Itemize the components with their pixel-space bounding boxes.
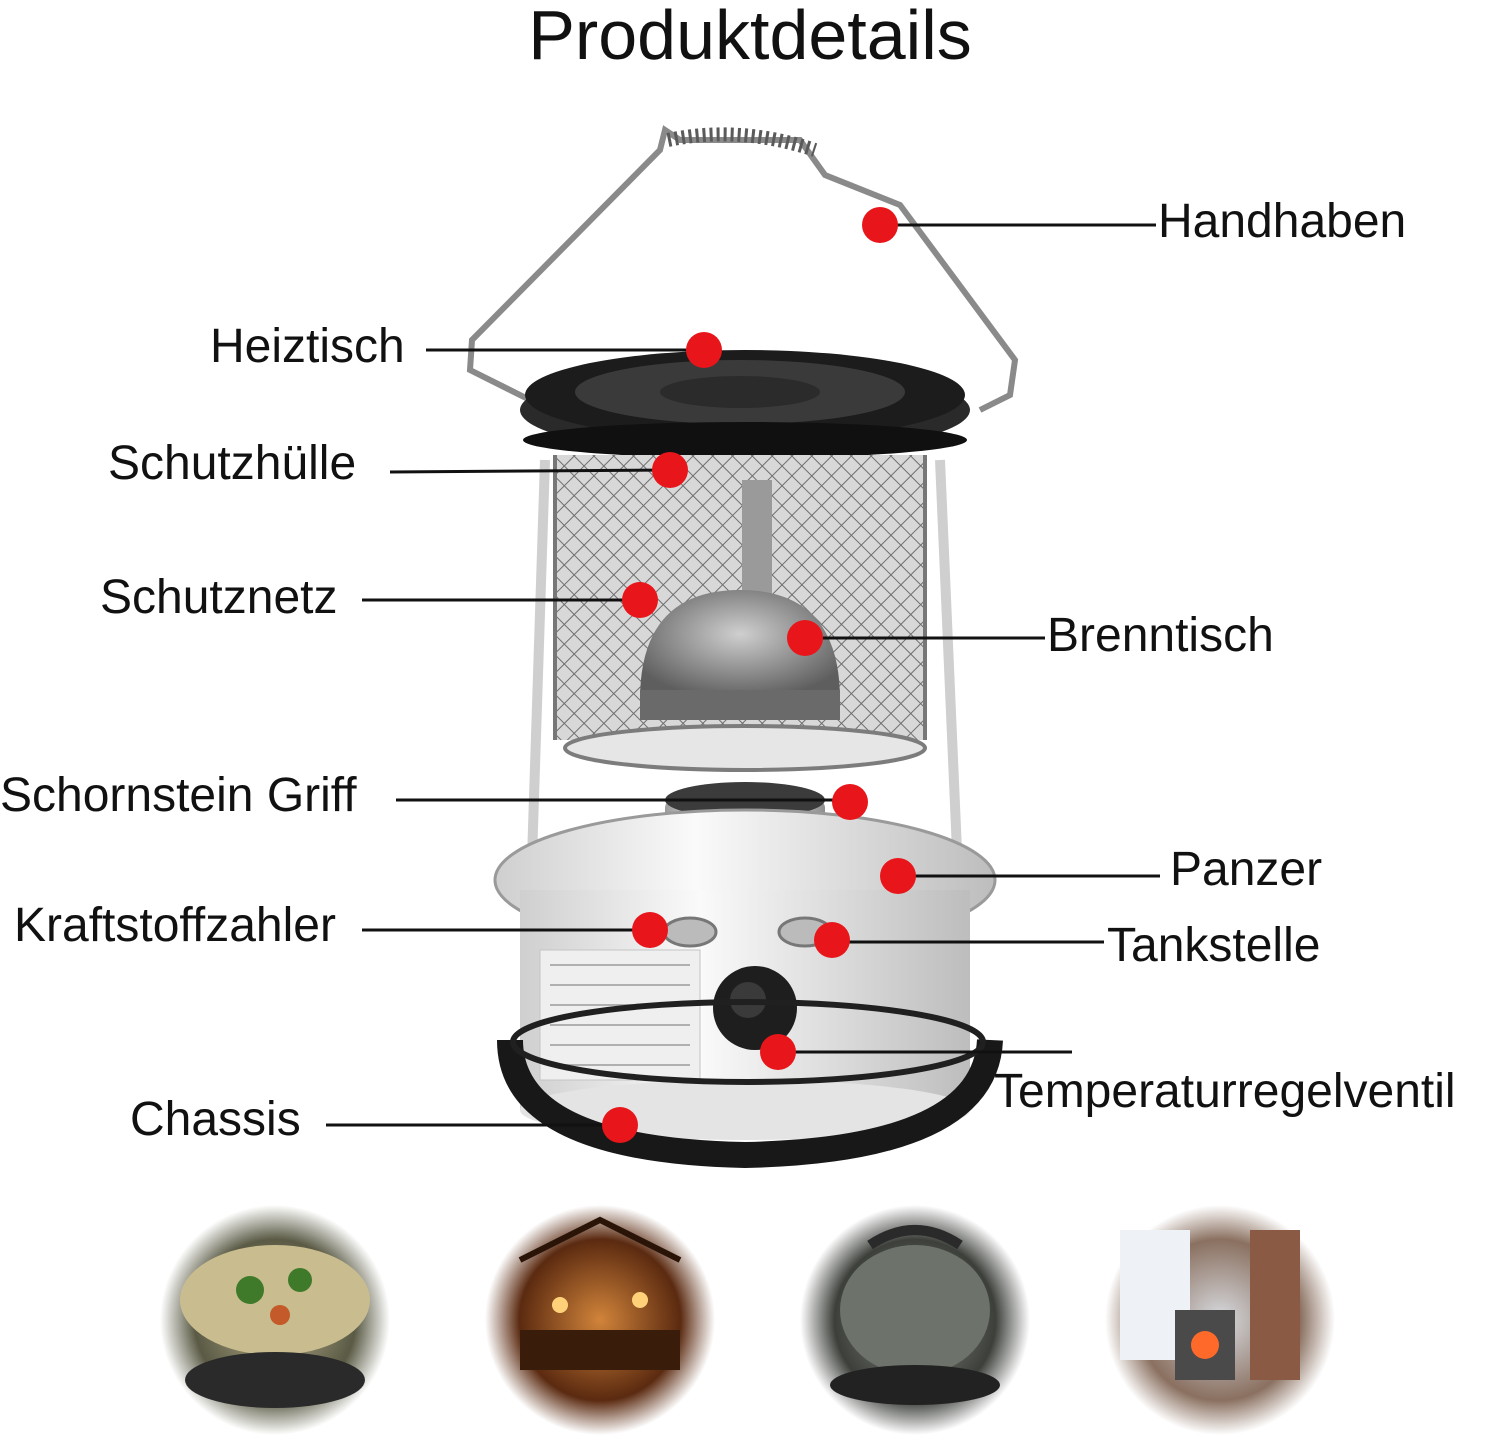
label-protective-net: Schutznetz	[100, 571, 338, 624]
label-chimney-handle: Schornstein Griff	[0, 769, 357, 822]
label-fuel-gauge: Kraftstoffzahler	[14, 899, 336, 952]
marker-chimney-handle	[832, 784, 868, 820]
leader-lines	[326, 223, 1160, 1127]
marker-protective-net	[622, 582, 658, 618]
handle-wire	[466, 125, 1019, 413]
marker-heating-table	[686, 332, 722, 368]
label-filling-point: Tankstelle	[1107, 919, 1321, 972]
tank-body	[493, 808, 997, 1140]
label-temperature-valve: Temperaturregelventil	[994, 1065, 1456, 1118]
label-burner-table: Brenntisch	[1047, 609, 1274, 662]
fuel-gauge-knob	[662, 916, 718, 948]
marker-burner-table	[787, 620, 823, 656]
label-protective-cover: Schutzhülle	[108, 437, 357, 490]
burner-dome	[640, 480, 840, 720]
marker-tank	[880, 858, 916, 894]
label-chassis: Chassis	[130, 1093, 301, 1146]
soup-pot-photo	[160, 1205, 390, 1435]
heating-table-lid	[520, 350, 970, 458]
marker-fuel-gauge	[632, 912, 668, 948]
kettle-photo	[800, 1205, 1030, 1435]
marker-handle	[862, 207, 898, 243]
marker-protective-cover	[652, 452, 688, 488]
marker-chassis	[602, 1107, 638, 1143]
label-tank: Panzer	[1170, 843, 1323, 896]
leader-protective-cover	[389, 468, 671, 474]
label-handle: Handhaben	[1158, 195, 1407, 248]
chassis-base	[497, 999, 1003, 1169]
label-heating-table: Heiztisch	[210, 320, 405, 373]
marker-temperature-valve	[760, 1034, 796, 1070]
page-title: Produktdetails	[528, 0, 972, 74]
marker-filling-point	[814, 922, 850, 958]
usage-photos	[160, 1205, 1335, 1435]
mesh-base-ring	[563, 724, 927, 772]
tent-camp-photo	[485, 1205, 715, 1435]
markers	[602, 207, 916, 1143]
window-heater-photo	[1105, 1205, 1335, 1435]
